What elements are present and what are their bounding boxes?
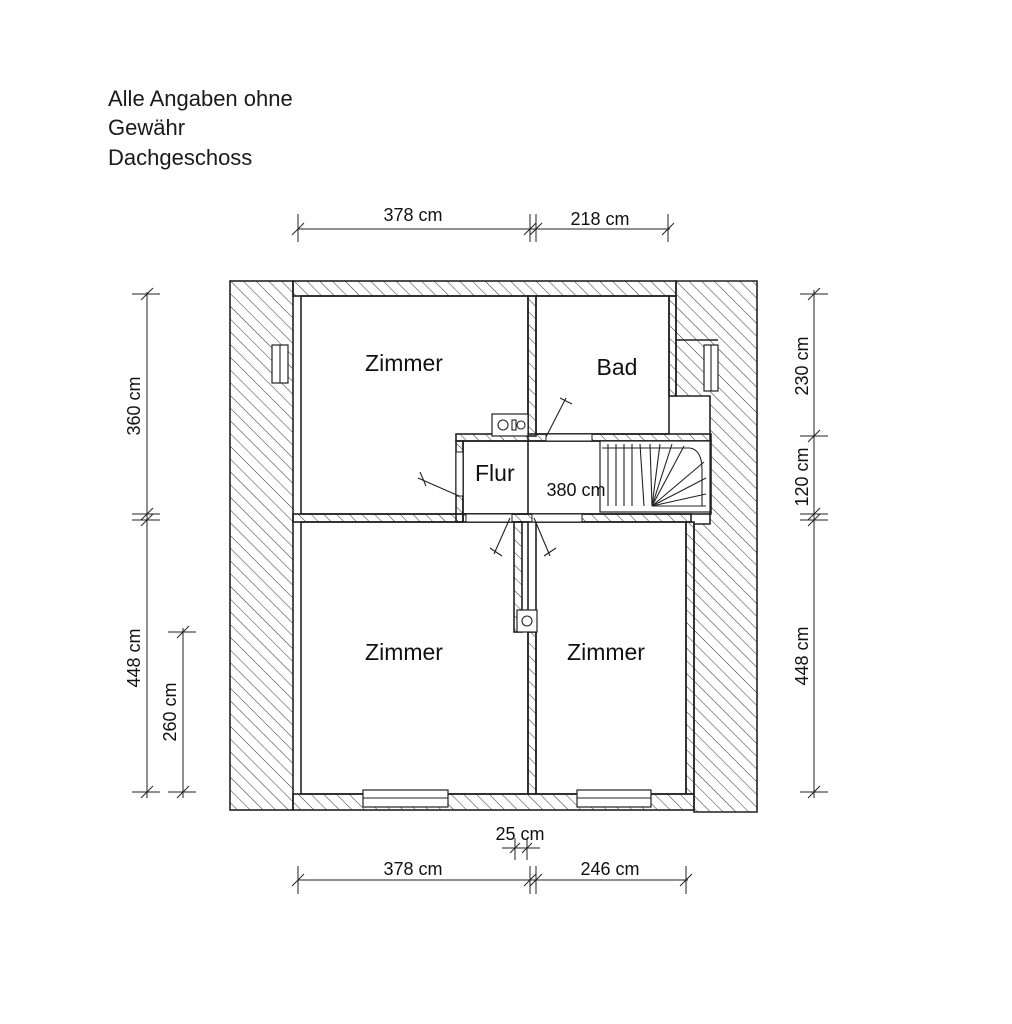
inner-wall-top-vertical — [527, 295, 537, 437]
room-outline-zimmer-top — [300, 295, 529, 515]
dim-right — [800, 287, 828, 799]
room-label-zimmer-top: Zimmer — [365, 350, 443, 376]
door-zimmer-top — [417, 451, 464, 497]
door-zimmer-bottom-left — [465, 513, 513, 557]
vent-icon — [497, 419, 509, 431]
chimney-flur — [491, 413, 529, 437]
chimney-lower — [516, 609, 538, 633]
dim-label-wall-thickness: 25 cm — [495, 824, 544, 844]
dim-top — [291, 214, 675, 242]
room-label-zimmer-bottom-left: Zimmer — [365, 639, 443, 665]
dim-bottom — [291, 866, 693, 894]
dim-wall-thickness — [502, 838, 540, 860]
room-label-zimmer-bottom-right: Zimmer — [567, 639, 645, 665]
dim-left-inner — [168, 625, 196, 799]
dim-label-left-inner: 260 cm — [160, 682, 180, 741]
dim-left — [132, 287, 160, 799]
bad-wall-right — [668, 295, 677, 397]
dim-label-left-lower: 448 cm — [124, 628, 144, 687]
inner-wall-right-lower — [685, 521, 695, 795]
door-bad — [545, 397, 593, 442]
inner-wall-lower-vertical-2 — [527, 631, 537, 795]
dim-label-flur: 380 cm — [546, 480, 605, 500]
note-line-3: Dachgeschoss — [108, 145, 252, 170]
note-line-2: Gewähr — [108, 115, 185, 140]
dim-label-top-left: 378 cm — [383, 205, 442, 225]
dim-label-top-right: 218 cm — [570, 209, 629, 229]
room-outline-bad — [535, 295, 670, 435]
dim-label-bottom-left: 378 cm — [383, 859, 442, 879]
dim-label-right-lower: 448 cm — [792, 626, 812, 685]
room-label-flur: Flur — [475, 460, 515, 486]
inner-wall-left-horizontal — [292, 513, 464, 523]
door-zimmer-bottom-right — [531, 513, 583, 557]
dim-label-bottom-right: 246 cm — [580, 859, 639, 879]
staircase — [599, 440, 711, 513]
room-label-bad: Bad — [597, 354, 638, 380]
top-wall — [292, 280, 677, 297]
dim-label-right-upper: 230 cm — [792, 336, 812, 395]
dim-label-right-middle: 120 cm — [792, 447, 812, 506]
note-line-1: Alle Angaben ohne — [108, 86, 293, 111]
dim-label-left-upper: 360 cm — [124, 376, 144, 435]
